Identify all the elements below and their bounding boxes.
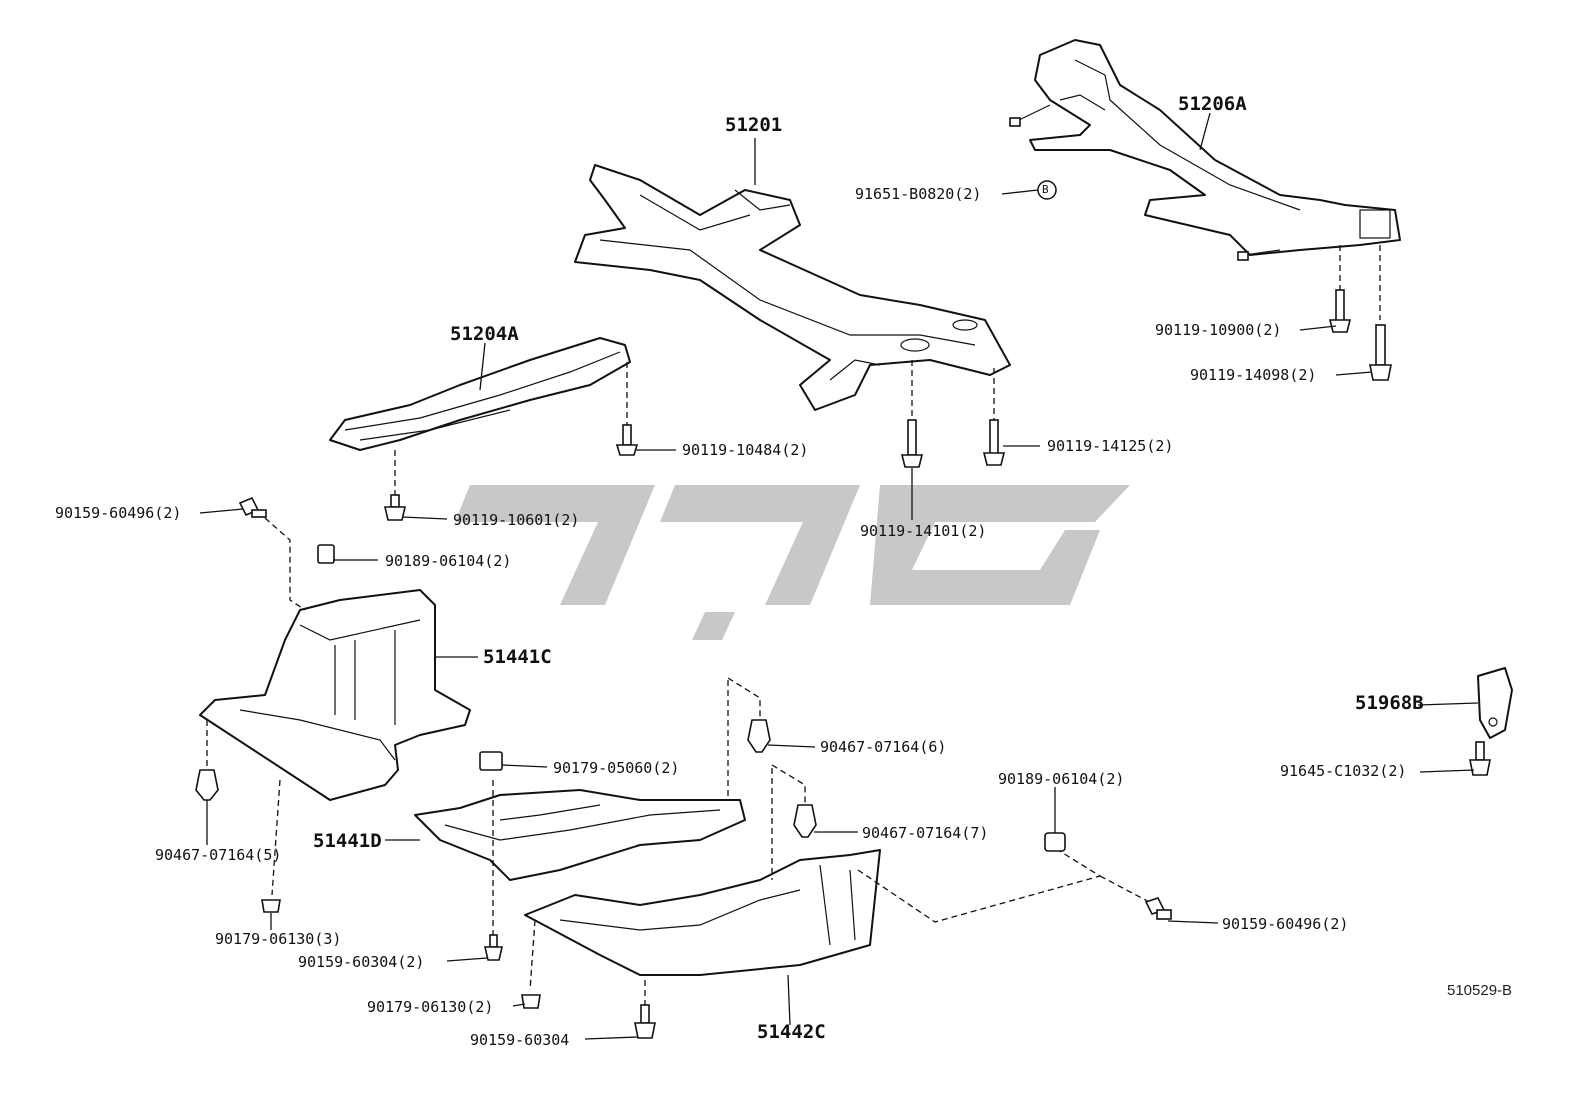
bolt-icon [615, 424, 639, 456]
part-label-90179-06130-3: 90179-06130(3) [215, 930, 342, 948]
fasteners [195, 117, 1491, 1039]
watermark-logo [455, 485, 1130, 640]
part-label-51206A: 51206A [1178, 93, 1247, 115]
part-label-90159-60496-b: 90159-60496(2) [1222, 915, 1349, 933]
bolt-icon [982, 419, 1006, 466]
nut-icon [261, 899, 281, 913]
part-label-90159-60304: 90159-60304 [470, 1031, 570, 1049]
engine-under-cover-51441C [199, 589, 471, 801]
part-label-90467-07164-6: 90467-07164(6) [820, 738, 947, 756]
bolt-icon [238, 496, 267, 518]
engine-under-cover-51442C [524, 849, 881, 976]
clip-icon [195, 769, 219, 801]
part-label-90119-10601: 90119-10601(2) [453, 511, 580, 529]
part-label-90467-07164-7: 90467-07164(7) [862, 824, 989, 842]
clip-icon [317, 544, 335, 564]
part-label-90159-60496-a: 90159-60496(2) [55, 504, 182, 522]
bolt-icon [1144, 897, 1172, 920]
bolt-icon [900, 419, 924, 468]
leader-lines [199, 112, 1479, 1040]
part-label-90119-14098: 90119-14098(2) [1190, 366, 1317, 384]
nut-icon [479, 751, 503, 771]
frame-crossmember-51201 [574, 164, 1011, 411]
part-label-90159-60304-2: 90159-60304(2) [298, 953, 425, 971]
part-label-51441c: 51441C [483, 646, 552, 668]
part-label-90179-05060: 90179-05060(2) [553, 759, 680, 777]
rear-suspension-member-51206A [1014, 39, 1401, 256]
part-label-90119-14125: 90119-14125(2) [1047, 437, 1174, 455]
part-label-90119-14101: 90119-14101(2) [860, 522, 987, 540]
clip-icon [747, 719, 771, 753]
part-label-90189-06104-a: 90189-06104(2) [385, 552, 512, 570]
part-label-90179-06130-2: 90179-06130(2) [367, 998, 494, 1016]
part-label-51442c: 51442C [757, 1021, 826, 1043]
part-label-91651-b0820: 91651-B0820(2) [855, 185, 982, 203]
part-label-90119-10900: 90119-10900(2) [1155, 321, 1282, 339]
part-label-90189-06104-b: 90189-06104(2) [998, 770, 1125, 788]
bolt-icon [634, 1004, 656, 1039]
guide-lines [206, 245, 1381, 1005]
part-label-91645-c1032: 91645-C1032(2) [1280, 762, 1407, 780]
engine-under-cover-51441D [414, 789, 746, 881]
bracket-51968B [1477, 667, 1513, 739]
part-label-90467-07164-5: 90467-07164(5) [155, 846, 282, 864]
b-marker-label: B [1042, 183, 1049, 196]
bolt-icon [1009, 117, 1021, 127]
diagram-code: 510529-B [1447, 982, 1513, 999]
part-label-51201: 51201 [725, 114, 783, 136]
bolt-icon [483, 934, 504, 961]
clip-icon [1044, 832, 1066, 852]
part-label-90119-10484: 90119-10484(2) [682, 441, 809, 459]
part-label-51204A: 51204A [450, 323, 519, 345]
bolt-icon [1369, 324, 1392, 381]
bolt-icon [383, 494, 407, 521]
brace-member-51204A [329, 337, 631, 451]
part-label-51968b: 51968B [1355, 692, 1424, 714]
clip-icon [793, 804, 817, 838]
part-label-51441d: 51441D [313, 830, 382, 852]
bolt-icon [1328, 289, 1352, 333]
nut-icon [521, 994, 541, 1009]
bolt-icon [1237, 251, 1249, 261]
